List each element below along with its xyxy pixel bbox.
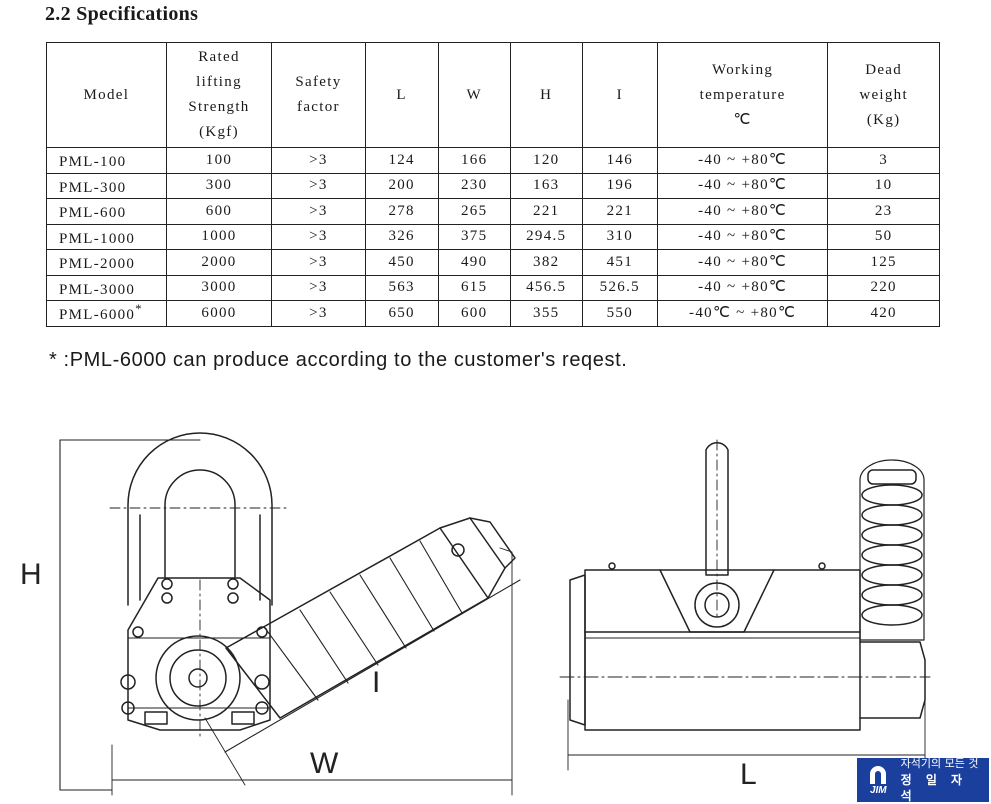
- cell-model: PML-300: [46, 172, 167, 199]
- cell-safety: >3: [271, 249, 366, 276]
- cell-l: 650: [364, 300, 439, 327]
- cell-model: PML-3000: [46, 274, 167, 301]
- table-header-row: Model Rated lifting Strength (Kgf) Safet…: [46, 42, 940, 148]
- cell-temp: -40℃ ~ +80℃: [656, 300, 829, 327]
- header-h: H: [509, 42, 583, 148]
- cell-rated: 100: [165, 147, 273, 174]
- cell-rated: 6000: [165, 300, 273, 327]
- cell-l: 124: [364, 147, 439, 174]
- cell-safety: >3: [271, 223, 366, 250]
- cell-w: 375: [437, 223, 511, 250]
- cell-i: 451: [581, 249, 658, 276]
- table-row: PML-100 100 >3 124 166 120 146 -40 ~ +80…: [46, 147, 940, 174]
- cell-rated: 1000: [165, 223, 273, 250]
- cell-l: 326: [364, 223, 439, 250]
- cell-h: 382: [509, 249, 583, 276]
- cell-safety: >3: [271, 300, 366, 327]
- cell-w: 615: [437, 274, 511, 301]
- dimension-label-w: W: [310, 747, 339, 780]
- cell-safety: >3: [271, 274, 366, 301]
- cell-h: 355: [509, 300, 583, 327]
- cell-l: 450: [364, 249, 439, 276]
- cell-safety: >3: [271, 147, 366, 174]
- table-row: PML-300 300 >3 200 230 163 196 -40 ~ +80…: [46, 172, 940, 199]
- cell-l: 200: [364, 172, 439, 199]
- cell-i: 310: [581, 223, 658, 250]
- cell-model: PML-1000: [46, 223, 167, 250]
- badge-slogan: 자석기의 모든 것: [900, 757, 979, 770]
- cell-h: 221: [509, 198, 583, 225]
- cell-temp: -40 ~ +80℃: [656, 274, 829, 301]
- cell-dead-weight: 50: [827, 223, 940, 250]
- cell-model: PML-600: [46, 198, 167, 225]
- badge-company-name: 정 일 자 석: [900, 773, 968, 803]
- cell-w: 265: [437, 198, 511, 225]
- magnet-icon: [870, 766, 887, 784]
- cell-rated: 300: [165, 172, 273, 199]
- cell-i: 221: [581, 198, 658, 225]
- cell-dead-weight: 220: [827, 274, 940, 301]
- cell-rated: 3000: [165, 274, 273, 301]
- cell-dead-weight: 420: [827, 300, 940, 327]
- cell-dead-weight: 23: [827, 198, 940, 225]
- cell-w: 230: [437, 172, 511, 199]
- cell-temp: -40 ~ +80℃: [656, 147, 829, 174]
- cell-dead-weight: 3: [827, 147, 940, 174]
- cell-h: 456.5: [509, 274, 583, 301]
- cell-h: 294.5: [509, 223, 583, 250]
- cell-i: 146: [581, 147, 658, 174]
- dimension-label-l: L: [740, 758, 757, 791]
- cell-temp: -40 ~ +80℃: [656, 223, 829, 250]
- cell-safety: >3: [271, 198, 366, 225]
- cell-model: PML-2000: [46, 249, 167, 276]
- table-row: PML-3000 3000 >3 563 615 456.5 526.5 -40…: [46, 274, 940, 301]
- cell-temp: -40 ~ +80℃: [656, 249, 829, 276]
- header-safety-factor: Safety factor: [271, 42, 366, 148]
- header-i: I: [581, 42, 658, 148]
- dimension-label-i: I: [372, 666, 380, 699]
- cell-l: 563: [364, 274, 439, 301]
- cell-h: 120: [509, 147, 583, 174]
- table-row: PML-2000 2000 >3 450 490 382 451 -40 ~ +…: [46, 249, 940, 276]
- magnet-logo-icon: JIM: [860, 760, 897, 800]
- cell-w: 600: [437, 300, 511, 327]
- cell-i: 550: [581, 300, 658, 327]
- dimension-label-h: H: [20, 558, 42, 591]
- cell-dead-weight: 10: [827, 172, 940, 199]
- cell-model: PML-6000*: [46, 300, 167, 327]
- header-model: Model: [46, 42, 167, 148]
- cell-w: 166: [437, 147, 511, 174]
- header-dead-weight: Dead weight (Kg): [827, 42, 940, 148]
- header-w: W: [437, 42, 511, 148]
- cell-i: 526.5: [581, 274, 658, 301]
- company-badge: JIM 자석기의 모든 것 정 일 자 석: [857, 757, 989, 803]
- header-working-temperature: Working temperature ℃: [656, 42, 829, 148]
- cell-temp: -40 ~ +80℃: [656, 198, 829, 225]
- header-l: L: [364, 42, 439, 148]
- cell-h: 163: [509, 172, 583, 199]
- side-view: [559, 439, 931, 771]
- logo-text: JIM: [869, 785, 887, 796]
- cell-safety: >3: [271, 172, 366, 199]
- table-row: PML-1000 1000 >3 326 375 294.5 310 -40 ~…: [46, 223, 940, 250]
- cell-w: 490: [437, 249, 511, 276]
- section-title: 2.2 Specifications: [45, 3, 199, 25]
- technical-drawing: H I W L: [20, 432, 931, 796]
- cell-l: 278: [364, 198, 439, 225]
- specifications-table: Model Rated lifting Strength (Kgf) Safet…: [46, 42, 940, 327]
- front-view: [59, 432, 521, 796]
- cell-temp: -40 ~ +80℃: [656, 172, 829, 199]
- cell-i: 196: [581, 172, 658, 199]
- header-rated-lifting-strength: Rated lifting Strength (Kgf): [165, 42, 273, 148]
- table-row: PML-600 600 >3 278 265 221 221 -40 ~ +80…: [46, 198, 940, 225]
- cell-model: PML-100: [46, 147, 167, 174]
- cell-dead-weight: 125: [827, 249, 940, 276]
- cell-rated: 600: [165, 198, 273, 225]
- cell-rated: 2000: [165, 249, 273, 276]
- table-row: PML-6000* 6000 >3 650 600 355 550 -40℃ ~…: [46, 300, 940, 327]
- footnote: * :PML-6000 can produce according to the…: [49, 349, 628, 371]
